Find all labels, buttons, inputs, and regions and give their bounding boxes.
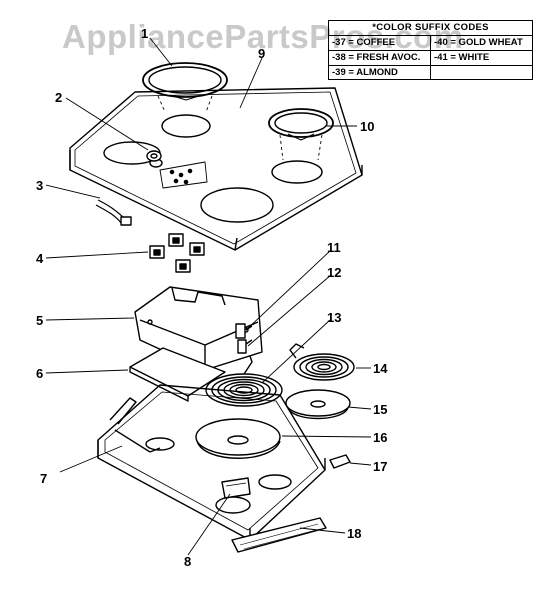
trim-ring-large xyxy=(142,62,228,113)
surface-element-small xyxy=(289,343,355,381)
callout-17: 17 xyxy=(373,459,388,474)
callout-15: 15 xyxy=(373,402,388,417)
callout-6: 6 xyxy=(36,366,44,381)
terminal-blocks xyxy=(235,323,253,354)
surface-element-large xyxy=(205,355,283,407)
element-receptacle xyxy=(221,477,251,499)
callout-4: 4 xyxy=(36,251,44,266)
callout-11: 11 xyxy=(327,240,341,255)
callout-12: 12 xyxy=(327,265,342,280)
table-row: -39 = ALMOND xyxy=(329,66,532,80)
table-cell: -38 = FRESH AVOC. xyxy=(329,51,431,65)
control-knob xyxy=(146,150,162,162)
callout-7: 7 xyxy=(40,471,48,486)
drip-bowl-small xyxy=(285,389,351,420)
callout-14: 14 xyxy=(373,361,388,376)
leader-lines xyxy=(45,37,372,556)
callout-5: 5 xyxy=(36,313,44,328)
callout-13: 13 xyxy=(327,310,342,325)
callout-16: 16 xyxy=(373,430,388,445)
retaining-clip xyxy=(329,454,351,469)
table-row: -38 = FRESH AVOC. -41 = WHITE xyxy=(329,51,532,66)
callout-3: 3 xyxy=(36,178,44,193)
cooktop-top-panel xyxy=(69,87,363,251)
trim-ring-small xyxy=(268,108,334,161)
table-row: -37 = COFFEE -40 = GOLD WHEAT xyxy=(329,36,532,51)
table-cell: -40 = GOLD WHEAT xyxy=(434,37,523,48)
callout-8: 8 xyxy=(184,554,192,569)
callout-2: 2 xyxy=(55,90,63,105)
vent-grille xyxy=(231,517,327,553)
table-cell: -37 = COFFEE xyxy=(329,36,431,50)
table-cell xyxy=(431,66,532,80)
table-title: *COLOR SUFFIX CODES xyxy=(329,21,532,36)
callout-10: 10 xyxy=(360,119,375,134)
table-cell: -39 = ALMOND xyxy=(329,66,431,80)
infinite-switches xyxy=(149,233,205,273)
callout-9: 9 xyxy=(258,46,266,61)
wire-harness xyxy=(95,199,132,226)
drip-bowl-large xyxy=(195,418,281,459)
watermark: AppliancePartsPros.com xyxy=(62,18,464,55)
callout-18: 18 xyxy=(347,526,362,541)
callout-1: 1 xyxy=(141,26,149,41)
color-suffix-codes-table: *COLOR SUFFIX CODES -37 = COFFEE -40 = G… xyxy=(328,20,533,80)
table-cell: -41 = WHITE xyxy=(434,52,490,63)
cooktop-bottom-pan xyxy=(97,384,326,541)
